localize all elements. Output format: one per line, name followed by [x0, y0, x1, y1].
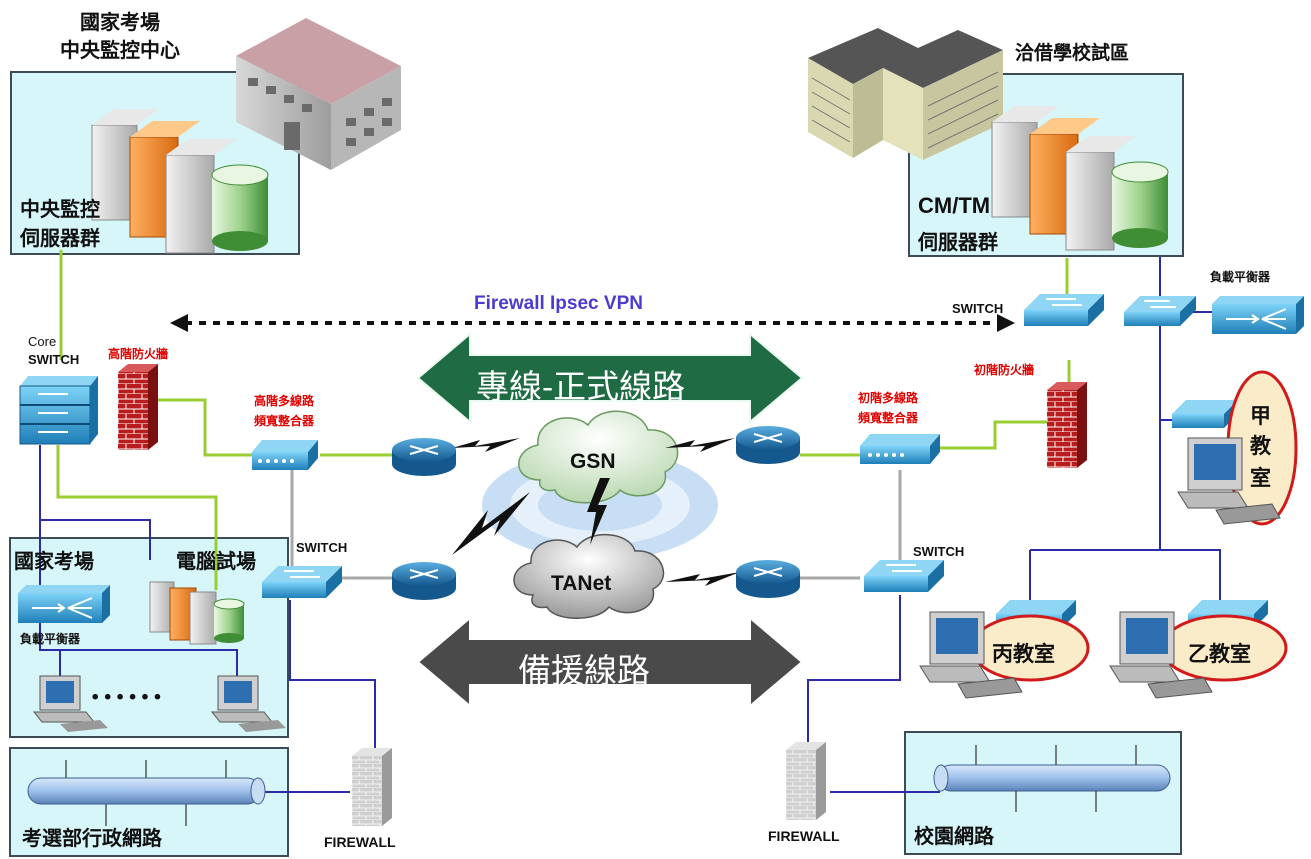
load-balancer-icon-school — [1212, 296, 1304, 334]
low-firewall-label: 初階防火牆 — [974, 363, 1035, 377]
low-bw-line1: 初階多線路 — [858, 391, 919, 405]
switch-icon-right — [864, 560, 944, 592]
pc-icon-room-a — [1177, 437, 1281, 525]
room-c-label: 丙教室 — [992, 641, 1055, 666]
core-label-line1: Core — [28, 334, 57, 349]
firewall-icon-left — [352, 748, 392, 826]
primary-line-label: 專線-正式線路 — [476, 367, 686, 406]
tanet-label: TANet — [551, 572, 612, 595]
lightning-bolts — [452, 438, 740, 586]
exam-title-right: 電腦試場 — [176, 549, 256, 573]
exam-server-cluster-icon — [149, 581, 245, 645]
high-firewall-label: 高階防火牆 — [108, 347, 169, 361]
exam-dots: ...... — [90, 672, 165, 707]
campus-network-pipe-icon — [933, 745, 1171, 812]
room-a-label-2: 教 — [1250, 433, 1271, 458]
gray-links — [290, 470, 902, 580]
router-icon-1 — [392, 438, 456, 476]
switch-icon-school-top — [1024, 294, 1104, 326]
school-server-cluster-icon — [991, 106, 1169, 251]
exam-load-balancer-label: 負載平衡器 — [20, 632, 81, 646]
switch-icon-room-a — [1172, 400, 1238, 428]
firewall-label-left: FIREWALL — [324, 834, 396, 850]
core-label-line2: SWITCH — [28, 352, 80, 367]
room-a-label-3: 室 — [1250, 465, 1271, 490]
backup-line-arrow — [416, 615, 804, 709]
school-building-icon — [808, 28, 1003, 160]
admin-network-label: 考選部行政網路 — [22, 826, 162, 850]
pc-icon-room-c — [919, 611, 1023, 699]
firewall-icon-right — [786, 742, 826, 820]
left-switch-label: SWITCH — [296, 540, 348, 555]
admin-network-pipe-icon — [27, 760, 266, 826]
primary-line-arrow — [416, 331, 804, 425]
school-servers-line1: CM/TM — [918, 193, 991, 218]
right-switch-label: SWITCH — [913, 544, 965, 559]
gsn-label: GSN — [570, 450, 616, 473]
router-icon-2 — [736, 426, 800, 464]
high-firewall-icon — [118, 364, 158, 450]
high-bw-line2: 頻寬整合器 — [254, 414, 315, 428]
high-bandwidth-integrator-icon — [252, 440, 318, 470]
central-title-line2: 中央監控中心 — [60, 38, 180, 62]
pc-icon-exam-1 — [32, 675, 108, 732]
central-server-cluster-icon — [91, 109, 269, 254]
school-switch-label: SWITCH — [952, 301, 1004, 316]
school-servers-line2: 伺服器群 — [918, 230, 998, 254]
school-load-balancer-label: 負載平衡器 — [1210, 270, 1271, 284]
low-bandwidth-integrator-icon — [860, 434, 940, 464]
load-balancer-icon-exam — [18, 585, 110, 623]
central-building-icon — [236, 18, 401, 170]
school-title: 洽借學校試區 — [1015, 42, 1130, 64]
central-title-line1: 國家考場 — [80, 10, 160, 34]
backup-line-label: 備援線路 — [518, 651, 650, 690]
pc-icon-exam-2 — [210, 675, 286, 732]
low-firewall-icon — [1047, 382, 1087, 468]
switch-icon-school-lb — [1124, 296, 1196, 326]
low-bw-line2: 頻寬整合器 — [858, 411, 919, 425]
central-servers-line2: 伺服器群 — [20, 226, 100, 250]
gsn-cloud — [518, 410, 679, 504]
switch-icon-left — [262, 566, 342, 598]
router-icon-3 — [392, 562, 456, 600]
room-b-label: 乙教室 — [1188, 641, 1251, 666]
router-icon-4 — [736, 560, 800, 598]
green-links — [56, 250, 1071, 590]
firewall-label-right: FIREWALL — [768, 828, 840, 844]
vpn-label: Firewall Ipsec VPN — [474, 293, 643, 314]
vpn-arrow — [170, 314, 1015, 332]
central-servers-line1: 中央監控 — [20, 197, 100, 221]
pc-icon-room-b — [1109, 611, 1213, 699]
exam-title-left: 國家考場 — [14, 549, 94, 573]
room-a-label-1: 甲 — [1250, 403, 1271, 428]
campus-network-label: 校園網路 — [914, 824, 994, 848]
core-switch-icon — [19, 376, 98, 445]
tanet-cloud — [513, 534, 665, 619]
high-bw-line1: 高階多線路 — [254, 394, 315, 408]
